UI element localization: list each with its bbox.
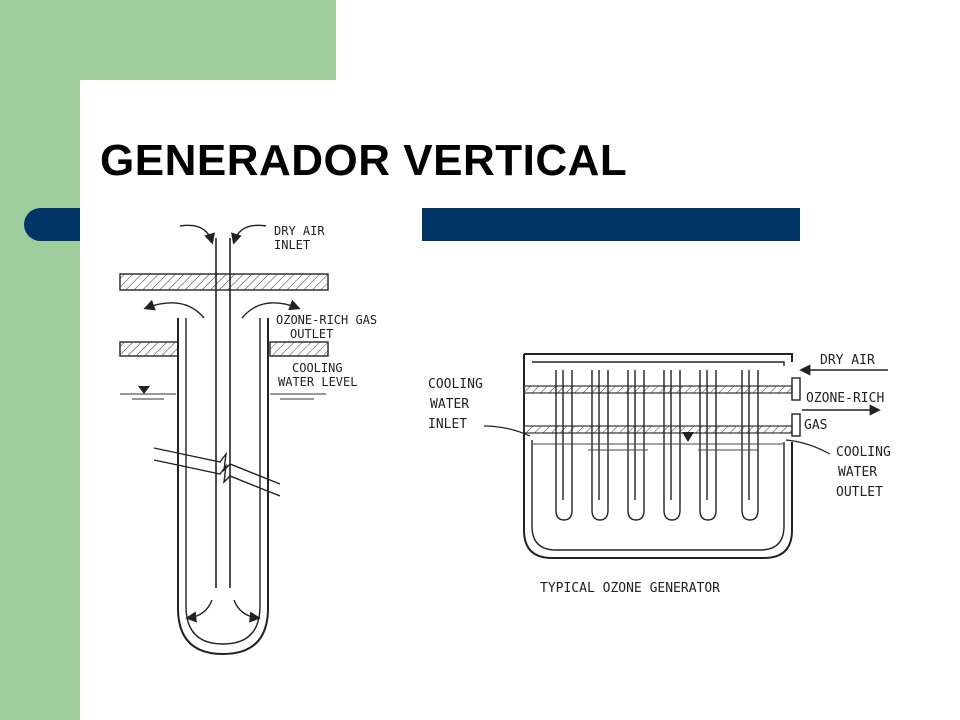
sidebar-band bbox=[0, 0, 80, 720]
label-cw-inlet-2: WATER bbox=[430, 397, 469, 412]
typical-generator-figure: DRY AIR OZONE-RICH GAS COOLING WATER INL… bbox=[408, 330, 920, 615]
label-dry-air-1: DRY AIR bbox=[274, 224, 325, 238]
label-ozone-rich: OZONE-RICH bbox=[806, 391, 884, 406]
vertical-generator-diagram: DRY AIR INLET OZONE-RICH GAS OUTLET COOL… bbox=[119, 224, 377, 656]
label-cw-outlet-1: COOLING bbox=[836, 445, 891, 460]
left-plate bbox=[119, 341, 179, 357]
lower-plate bbox=[523, 425, 793, 434]
top-plate bbox=[119, 273, 329, 291]
label-cw-inlet-3: INLET bbox=[428, 417, 467, 432]
vertical-generator-figure: DRY AIR INLET OZONE-RICH GAS OUTLET COOL… bbox=[80, 208, 422, 670]
right-plate bbox=[269, 341, 329, 357]
outer-tube bbox=[177, 318, 269, 656]
upper-plate bbox=[523, 385, 793, 394]
label-cw-inlet-1: COOLING bbox=[428, 377, 483, 392]
electrode-tubes bbox=[555, 370, 759, 521]
label-gas: GAS bbox=[804, 418, 827, 433]
tank-outline bbox=[523, 354, 793, 559]
label-cooling-1: COOLING bbox=[292, 361, 343, 375]
diagram-caption: TYPICAL OZONE GENERATOR bbox=[540, 581, 720, 596]
label-ozone-2: OUTLET bbox=[290, 327, 333, 341]
label-dry-air: DRY AIR bbox=[820, 353, 875, 368]
label-ozone-1: OZONE-RICH GAS bbox=[276, 313, 377, 327]
typical-generator-diagram: DRY AIR OZONE-RICH GAS COOLING WATER INL… bbox=[428, 353, 891, 596]
content-corner bbox=[80, 80, 140, 140]
label-cooling-2: WATER LEVEL bbox=[278, 375, 357, 389]
label-cw-outlet-2: WATER bbox=[838, 465, 877, 480]
top-band bbox=[0, 0, 336, 80]
slide-title: GENERADOR VERTICAL bbox=[100, 136, 628, 185]
label-dry-air-2: INLET bbox=[274, 238, 310, 252]
label-cw-outlet-3: OUTLET bbox=[836, 485, 883, 500]
